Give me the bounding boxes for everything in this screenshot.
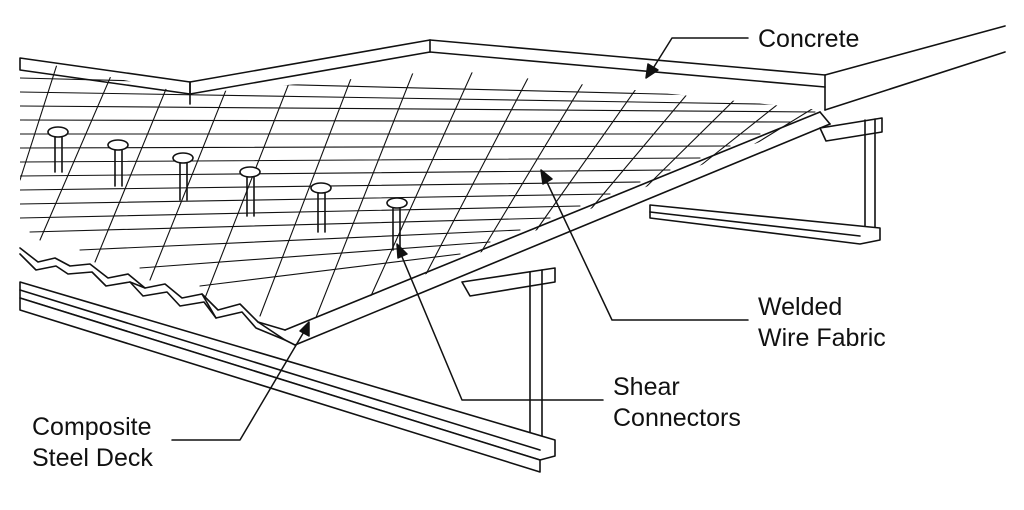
shear-stud [47, 126, 69, 173]
label-shear-connectors: Shear Connectors [613, 372, 741, 434]
shear-stud [310, 182, 332, 233]
concrete-slab [19, 25, 1006, 111]
label-concrete: Concrete [758, 24, 859, 55]
label-shear-line-1: Shear [613, 373, 680, 401]
label-shear-line-2: Connectors [613, 404, 741, 432]
rear-steel-beam [649, 117, 883, 245]
leader-concrete [651, 37, 749, 71]
front-steel-beam [19, 267, 556, 473]
shear-stud [107, 139, 129, 187]
label-deck-line-2: Steel Deck [32, 444, 153, 472]
leader-composite-steel-deck [171, 329, 306, 441]
label-composite-steel-deck: Composite Steel Deck [32, 412, 153, 474]
shear-stud [172, 152, 194, 201]
composite-steel-deck [19, 111, 831, 346]
shear-stud [239, 166, 261, 217]
label-concrete-text: Concrete [758, 25, 860, 53]
label-deck-line-1: Composite [32, 413, 152, 441]
leader-shear-connectors [399, 251, 604, 401]
shear-stud [386, 197, 408, 251]
label-wwf-line-1: Welded [758, 293, 843, 321]
label-wwf-line-2: Wire Fabric [758, 324, 886, 352]
label-welded-wire-fabric: Welded Wire Fabric [758, 292, 886, 354]
welded-wire-fabric [20, 58, 820, 321]
leader-welded-wire-fabric [544, 177, 749, 321]
leader-lines [171, 37, 749, 441]
shear-connectors [47, 126, 408, 251]
